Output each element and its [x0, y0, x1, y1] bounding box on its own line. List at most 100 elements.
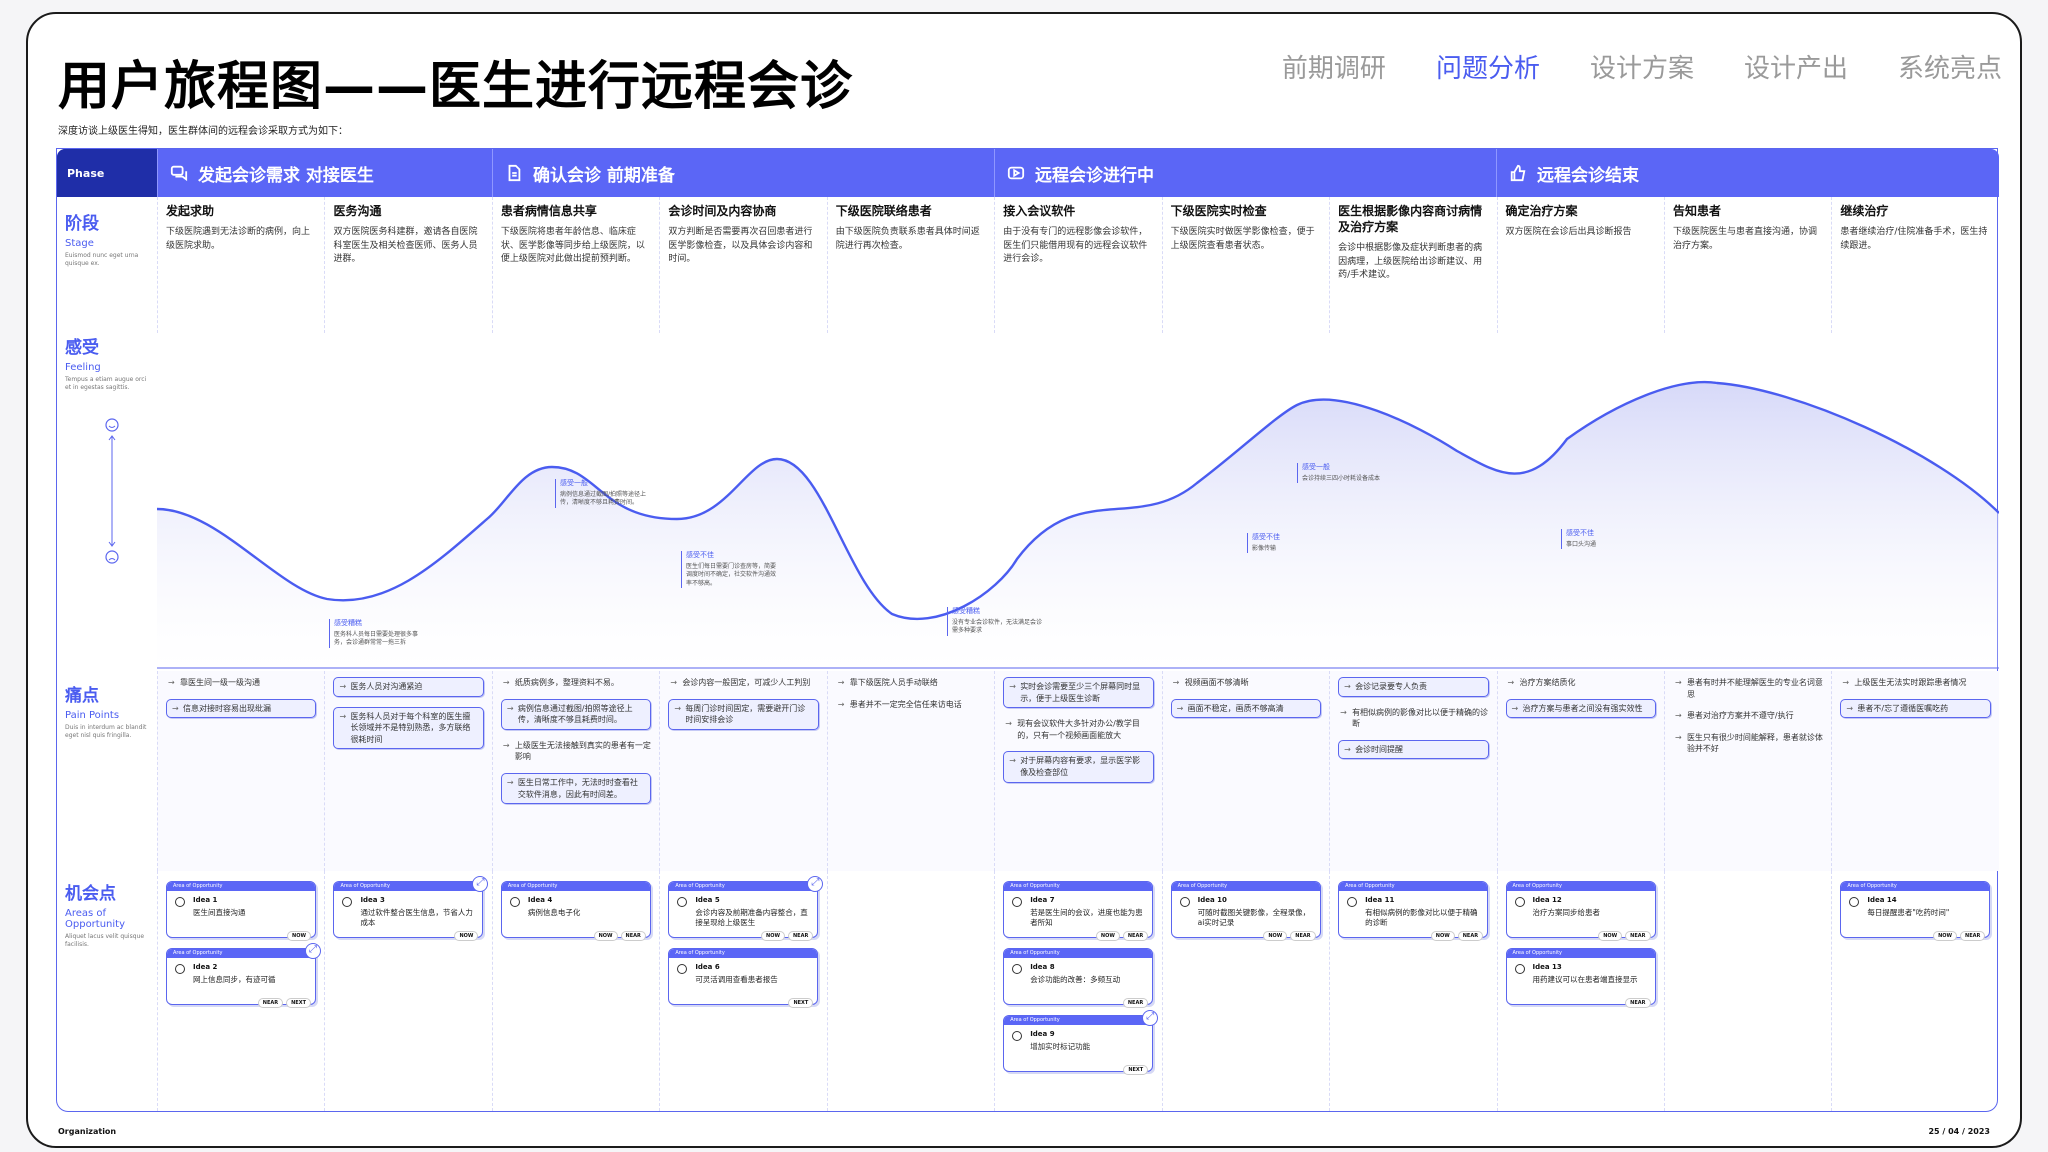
stage-description: 下级医院遇到无法诊断的病例，向上级医院求助。	[166, 227, 311, 251]
tag-group: NEAR	[1625, 998, 1651, 1008]
row-label-cn: 感受	[65, 338, 99, 358]
feeling-note-title: 感受糟糕	[952, 607, 980, 615]
card-header: Area of Opportunity	[669, 949, 818, 958]
stage-title: 医务沟通	[333, 204, 382, 218]
idea-text: 会诊功能的改善：多频互动	[1030, 975, 1121, 984]
row-label-opportunity: 机会点 Areas of Opportunity Aliquet lacus v…	[65, 879, 153, 949]
stage-title: 继续治疗	[1840, 204, 1889, 218]
opportunity-tag: NEAR	[257, 998, 284, 1008]
feeling-note-title: 感受不佳	[686, 551, 714, 559]
idea-id: Idea 12	[1532, 896, 1562, 904]
feeling-note-text: 医务科人员每日需要处理很多事务，会诊通群常常一拖三拆	[334, 630, 419, 647]
pain-column: 患者有时并不能理解医生的专业名词意思患者对治疗方案并不遵守/执行医生只有很少时间…	[1663, 671, 1831, 871]
expand-icon[interactable]: ⤢	[305, 943, 321, 959]
idea-id: Idea 6	[695, 963, 720, 971]
stage-column: 医务沟通双方医院医务科建群，邀请各自医院科室医生及相关检查医师、医务人员进群。	[324, 197, 491, 333]
pain-point: 上级医生无法接触到真实的患者有一定影响	[501, 740, 651, 763]
lightbulb-icon	[1849, 897, 1860, 907]
lightbulb-icon	[1514, 897, 1525, 907]
pain-column: 视频画面不够清晰画面不稳定，画质不够高清	[1161, 671, 1329, 871]
phase-bar: Phase 发起会诊需求 对接医生 确认会诊 前期准备 远程会诊进行中 远程会诊…	[57, 149, 1999, 197]
idea-text: 网上信息同步，有迹可循	[193, 975, 276, 984]
feeling-note-title: 感受糟糕	[334, 619, 362, 627]
expand-icon[interactable]: ⤢	[472, 876, 489, 892]
row-label-pain: 痛点 Pain Points Duis in interdum ac bland…	[65, 681, 153, 740]
stage-column: 确定治疗方案双方医院在会诊后出具诊断报告	[1496, 197, 1664, 333]
pain-point: 实时会诊需要至少三个屏幕同时显示，便于上级医生诊断	[1003, 677, 1154, 709]
phase-4: 远程会诊结束	[1496, 149, 1999, 197]
pain-point: 会诊时间提醒	[1338, 739, 1489, 760]
card-header: Area of Opportunity	[1004, 949, 1153, 958]
opportunity-tag: NEAR	[787, 931, 814, 941]
nav-item[interactable]: 设计方案	[1589, 54, 1694, 84]
pain-point: 会诊记录要专人负责	[1338, 677, 1489, 697]
nav-item[interactable]: 系统亮点	[1897, 54, 2002, 84]
tag-group: NEXT	[1123, 1065, 1149, 1075]
row-label-en: Feeling	[65, 362, 101, 373]
pain-column: 会诊记录要专人负责有相似病例的影像对比以便于精确的诊断会诊时间提醒	[1329, 671, 1496, 871]
idea-text: 用药建议可以在患者端直接显示	[1532, 975, 1638, 984]
pain-point: 医务科人员对于每个科室的医生擅长领域并不是特别熟悉，多方联络很耗时间	[333, 706, 484, 750]
feeling-note-title: 感受一般	[1302, 463, 1330, 471]
emotion-scale	[105, 418, 119, 564]
stage-column: 告知患者下级医院医生与患者直接沟通，协调治疗方案。	[1663, 197, 1831, 333]
pain-point-row: 靠医生间一级一级沟通信息对接时容易出现纰漏医务人员对沟通紧迫医务科人员对于每个科…	[157, 671, 1999, 871]
pain-point: 医务人员对沟通紧迫	[333, 677, 484, 697]
row-label-en: Areas of Opportunity	[65, 908, 126, 930]
row-label-cn: 痛点	[65, 686, 99, 706]
phase-label: 确认会诊 前期准备	[533, 165, 675, 186]
nav-item[interactable]: 设计产出	[1743, 54, 1848, 84]
emotion-curve	[157, 380, 1999, 669]
pain-point: 靠下级医院人员手动联络	[836, 677, 986, 689]
idea-id: Idea 8	[1030, 963, 1055, 971]
lightbulb-icon	[342, 897, 353, 907]
opportunity-tag: NOW	[1430, 931, 1455, 941]
feeling-note: 感受一般病例信息通过截图/拍照等途径上传，清晰度不够且耗费时间。	[555, 479, 650, 508]
pain-column: 纸质病例多，整理资料不易。病例信息通过截图/拍照等途径上传，清晰度不够且耗费时间…	[491, 671, 659, 871]
emotion-curve-line	[157, 380, 1999, 621]
card-header: Area of Opportunity	[167, 949, 315, 958]
phase-2: 确认会诊 前期准备	[492, 149, 994, 197]
stage-title: 下级医院联络患者	[835, 204, 932, 218]
footer-date: 25 / 04 / 2023	[1928, 1127, 1990, 1136]
idea-text: 有相似病例的影像对比以便于精确的诊断	[1365, 908, 1478, 928]
idea-text: 病例信息电子化	[527, 908, 581, 917]
nav-item[interactable]: 前期调研	[1281, 54, 1386, 84]
stage-description: 下级医院实时做医学影像检查，便于上级医院查看患者状态。	[1170, 227, 1315, 251]
card-header: Area of Opportunity	[501, 882, 650, 891]
idea-id: Idea 9	[1030, 1030, 1055, 1038]
lightbulb-icon	[677, 964, 688, 974]
idea-text: 治疗方案同步给患者	[1532, 908, 1601, 917]
stage-title: 医生根据影像内容商讨病情及治疗方案	[1338, 204, 1483, 235]
expand-icon[interactable]: ⤢	[1142, 1010, 1159, 1026]
video-icon	[1007, 166, 1025, 180]
stage-column: 下级医院实时检查下级医院实时做医学影像检查，便于上级医院查看患者状态。	[1161, 197, 1329, 333]
stage-column: 医生根据影像内容商讨病情及治疗方案会诊中根据影像及症状判断患者的病因病理，上级医…	[1329, 197, 1496, 333]
stage-title: 接入会议软件	[1003, 204, 1076, 218]
feeling-note-text: 病例信息通过截图/拍照等途径上传，清晰度不够且耗费时间。	[560, 490, 647, 507]
expand-icon[interactable]: ⤢	[807, 876, 824, 892]
pain-point: 患者并不一定完全信任来访电话	[836, 699, 986, 711]
nav-item-active[interactable]: 问题分析	[1435, 54, 1540, 84]
pain-column: 实时会诊需要至少三个屏幕同时显示，便于上级医生诊断现有会议软件大多针对办公/教学…	[994, 671, 1161, 871]
